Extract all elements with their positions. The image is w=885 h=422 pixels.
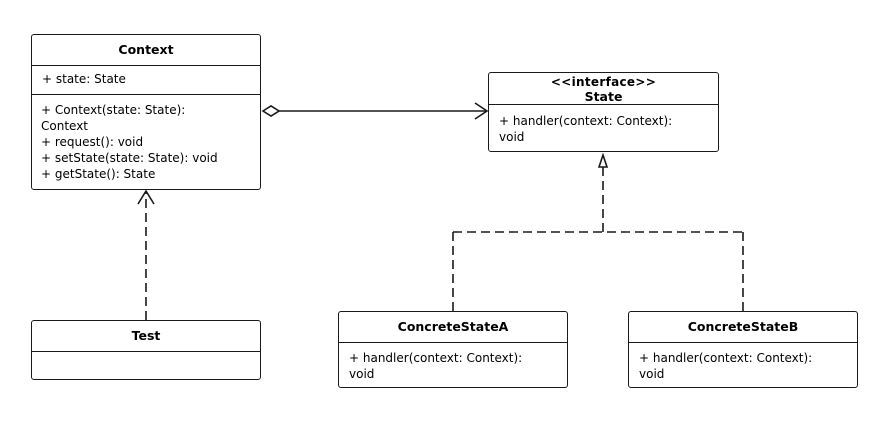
method-handler-return: void xyxy=(639,367,665,381)
class-concrete-state-a-methods: + handler(context: Context): void xyxy=(339,343,567,382)
method-handler: + handler(context: Context): xyxy=(639,351,813,365)
class-context[interactable]: Context + state: State + Context(state: … xyxy=(31,34,261,190)
method-handler: + handler(context: Context): xyxy=(349,351,523,365)
method-handler-return: void xyxy=(349,367,375,381)
relation-context-state xyxy=(261,102,489,120)
class-concrete-state-b[interactable]: ConcreteStateB + handler(context: Contex… xyxy=(628,311,858,388)
relation-test-context xyxy=(137,189,155,320)
aggregation-diamond xyxy=(261,105,281,117)
method-constructor: + Context(state: State): xyxy=(41,103,186,117)
method-handler-return: void xyxy=(499,130,525,144)
class-concrete-state-b-methods: + handler(context: Context): void xyxy=(629,343,857,382)
open-arrowhead xyxy=(474,102,489,120)
class-test[interactable]: Test xyxy=(31,320,261,380)
method-constructor-return: Context xyxy=(41,119,89,133)
class-state-name: State xyxy=(584,89,623,104)
stereotype-label: <<interface>> xyxy=(550,75,657,89)
class-concrete-state-b-name: ConcreteStateB xyxy=(629,312,857,343)
class-state-interface[interactable]: <<interface>> State + handler(context: C… xyxy=(488,72,719,152)
class-state-methods: + handler(context: Context): void xyxy=(489,105,718,145)
attribute-state: + state: State xyxy=(42,72,126,86)
class-test-name: Test xyxy=(32,321,260,352)
class-context-methods: + Context(state: State): Context + reque… xyxy=(32,95,260,182)
class-context-attributes: + state: State xyxy=(32,66,260,95)
method-setstate: + setState(state: State): void xyxy=(41,151,218,165)
class-context-name: Context xyxy=(32,35,260,66)
method-handler: + handler(context: Context): xyxy=(499,114,673,128)
class-concrete-state-a-name: ConcreteStateA xyxy=(339,312,567,343)
method-getstate: + getState(): State xyxy=(41,167,156,181)
open-arrowhead xyxy=(137,189,155,205)
hollow-triangle-arrowhead xyxy=(597,152,609,168)
relation-concrete-state xyxy=(452,152,744,311)
method-request: + request(): void xyxy=(41,135,144,149)
class-state-header: <<interface>> State xyxy=(489,73,718,105)
class-concrete-state-a[interactable]: ConcreteStateA + handler(context: Contex… xyxy=(338,311,568,388)
